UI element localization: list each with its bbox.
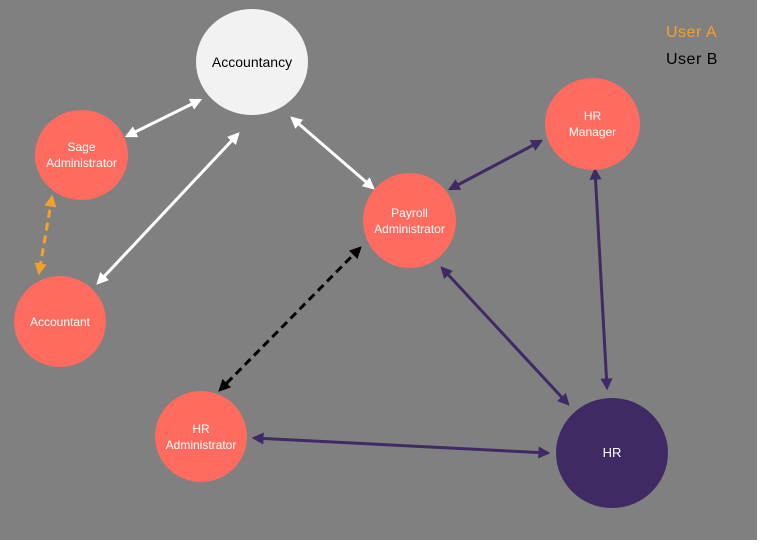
node-hr-label: HR [602,445,622,460]
legend-user-a: User A [666,24,718,41]
arrow-accountancy-payroll [290,116,375,190]
arrow-accountancy-sage [124,98,203,138]
node-accountant: Accountant [14,276,106,367]
node-hr: HR [556,398,668,508]
node-payroll-administrator-label: Payroll Administrator [374,205,445,236]
diagram-canvas: Accountancy Sage Administrator Accountan… [0,0,757,540]
arrow-payroll-hrmanager [447,139,544,191]
arrow-hrmanager-hr [589,167,613,391]
arrow-accountancy-accountant [96,132,240,285]
arrow-sage-accountant [34,194,57,276]
arrow-payroll-hr [440,266,570,406]
node-accountancy-label: Accountancy [211,54,293,70]
node-accountancy: Accountancy [196,9,308,115]
arrow-payroll-hradmin [218,246,362,392]
legend-user-b: User B [666,51,718,68]
node-sage-administrator-label: Sage Administrator [46,140,117,170]
node-payroll-administrator: Payroll Administrator [363,173,456,268]
node-hr-administrator-label: HR Administrator [165,421,237,452]
arrow-hradmin-hr [251,432,551,459]
node-hr-administrator: HR Administrator [155,391,247,482]
connections-layer [34,98,613,459]
node-sage-administrator: Sage Administrator [35,110,128,200]
node-hr-manager: HR Manager [545,78,640,170]
node-hr-manager-label: HR Manager [568,109,617,139]
node-accountant-label: Accountant [29,314,91,329]
